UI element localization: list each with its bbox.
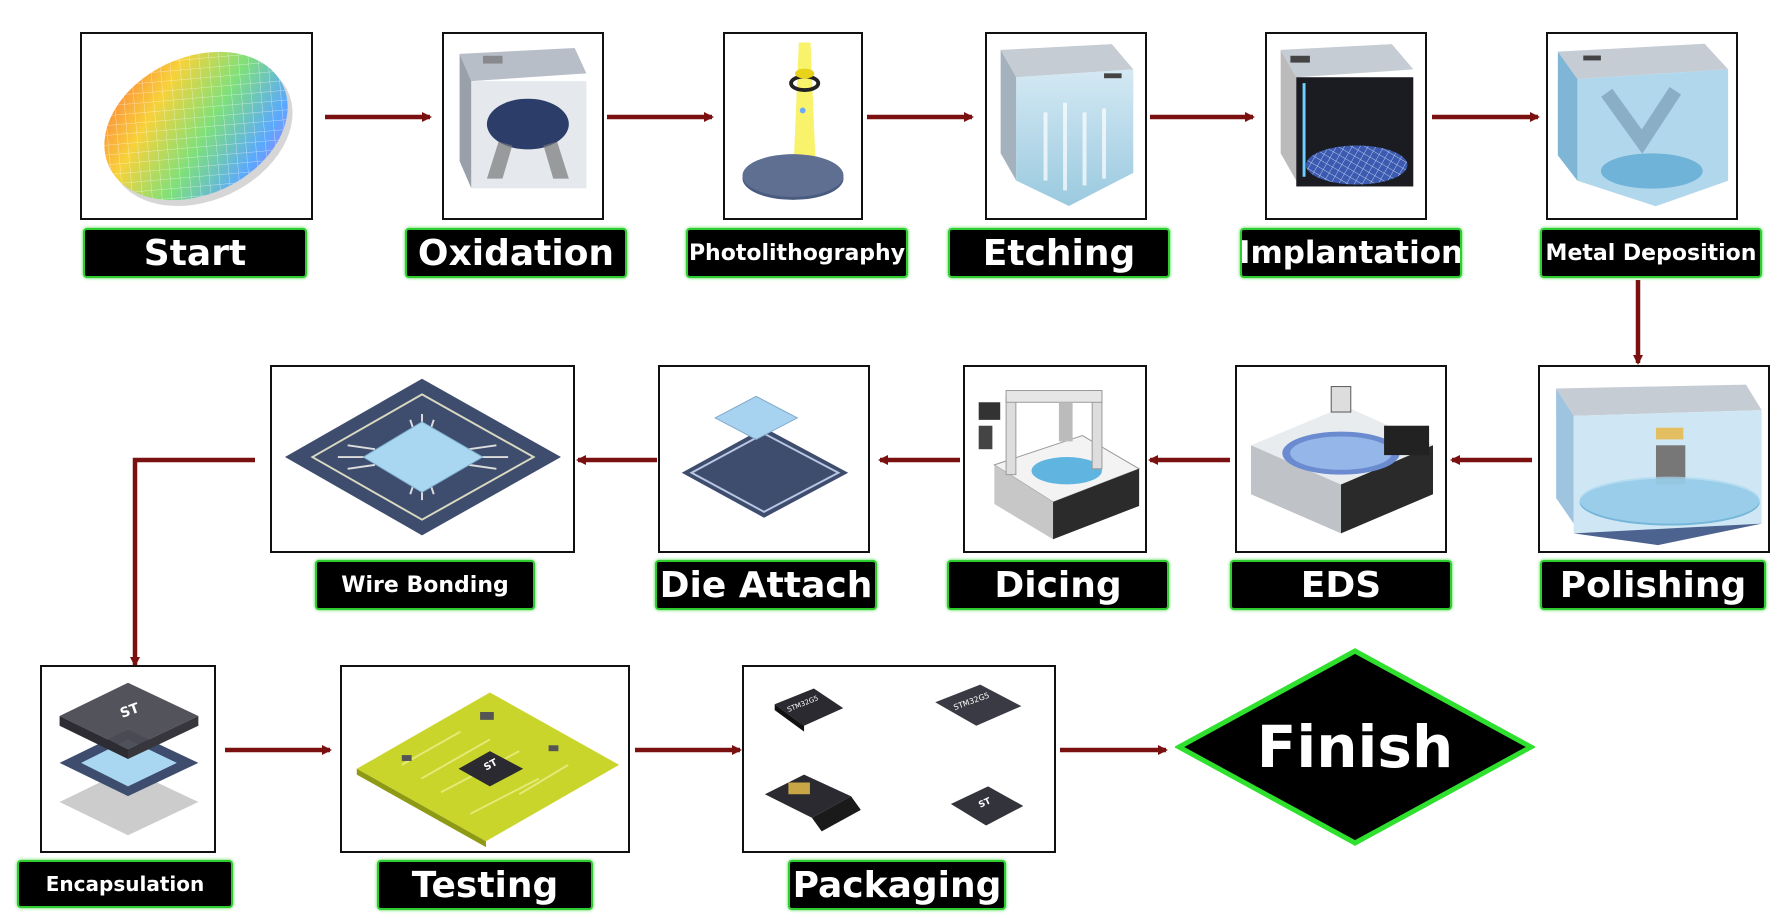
- photolithography-icon: [742, 42, 844, 200]
- step-image-polishing: [1538, 365, 1770, 553]
- implantation-chamber-icon: [1280, 44, 1414, 187]
- step-image-die-attach: [658, 365, 870, 553]
- oxidation-chamber-icon: [459, 47, 587, 189]
- step-label-testing: Testing: [377, 860, 593, 910]
- step-image-implantation: [1265, 32, 1427, 220]
- step-label-photolithography: Photolithography: [686, 228, 908, 278]
- step-label-packaging: Packaging: [788, 860, 1006, 910]
- step-label-encapsulation: Encapsulation: [17, 860, 233, 908]
- step-image-oxidation: [442, 32, 604, 220]
- step-label-implantation: Implantation: [1240, 228, 1462, 278]
- step-image-wire-bonding: [270, 365, 575, 553]
- packaged-chips-icon: STM32G5 STM32G5 ST: [764, 684, 1024, 832]
- step-label-metal-deposition: Metal Deposition: [1540, 228, 1762, 278]
- step-label-etching: Etching: [948, 228, 1170, 278]
- eds-tester-icon: [1250, 386, 1433, 534]
- step-image-start: [80, 32, 313, 220]
- step-label-dicing: Dicing: [947, 560, 1169, 610]
- step-label-eds: EDS: [1230, 560, 1452, 610]
- finish-diamond: [1175, 648, 1535, 846]
- encapsulation-logo-text: ST: [118, 700, 142, 722]
- step-label-polishing: Polishing: [1540, 560, 1766, 610]
- step-label-wire-bonding: Wire Bonding: [315, 560, 535, 610]
- step-image-encapsulation: ST: [40, 665, 216, 853]
- step-label-die-attach: Die Attach: [655, 560, 877, 610]
- step-label-oxidation: Oxidation: [405, 228, 627, 278]
- polishing-machine-icon: [1556, 384, 1762, 546]
- step-image-metal-deposition: [1546, 32, 1738, 220]
- die-attach-icon: [681, 395, 849, 518]
- step-image-packaging: STM32G5 STM32G5 ST: [742, 665, 1056, 853]
- step-image-testing: ST: [340, 665, 630, 853]
- packaging-logo-text: ST: [977, 796, 992, 810]
- finish-label: Finish: [1256, 713, 1454, 781]
- test-board-icon: ST: [356, 692, 620, 848]
- step-image-dicing: [963, 365, 1147, 553]
- dicing-machine-icon: [978, 390, 1141, 540]
- encapsulation-layers-icon: ST: [59, 682, 199, 836]
- step-image-etching: [985, 32, 1147, 220]
- arrow-wire-bonding-to-encapsulation: [130, 457, 255, 667]
- step-image-photolithography: [723, 32, 863, 220]
- deposition-chamber-icon: [1557, 43, 1729, 207]
- wafer-icon: [104, 51, 293, 207]
- step-image-eds: [1235, 365, 1447, 553]
- step-label-start: Start: [83, 228, 307, 278]
- etching-chamber-icon: [1000, 44, 1134, 206]
- wire-bonding-icon: [284, 378, 561, 536]
